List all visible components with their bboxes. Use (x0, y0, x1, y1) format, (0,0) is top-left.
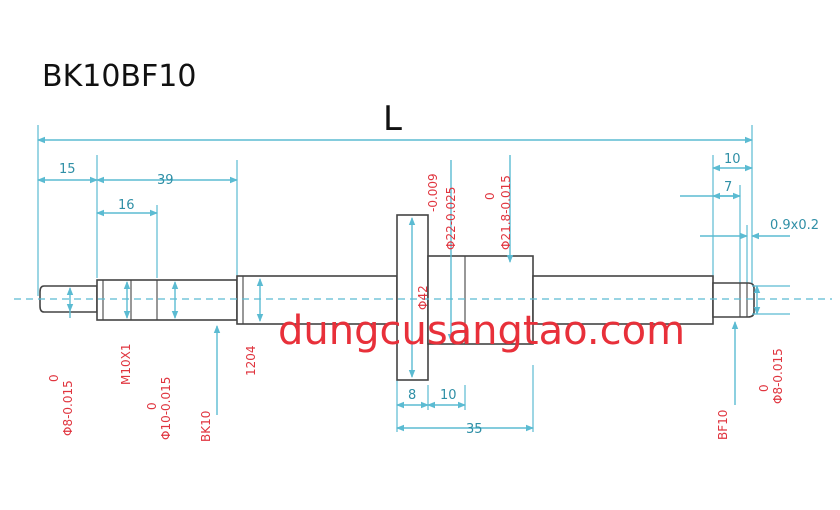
dimension-15-label: 15 (59, 162, 76, 177)
overall-length-label: L (383, 99, 402, 139)
nut-d218-tol-upper: 0 (483, 192, 497, 200)
dimension-39-label: 39 (157, 173, 174, 188)
bk10-label: BK10 (199, 411, 213, 442)
mid-shaft-tol-lower: Φ10-0.015 (159, 377, 173, 440)
drawing-title: BK10BF10 (42, 59, 196, 94)
watermark: dungcusangtao.com (278, 308, 685, 354)
nut-d22-tol-lower: Φ22-0.025 (444, 187, 458, 250)
length-1204-label: 1204 (244, 345, 258, 376)
thread-journal-section (96, 279, 238, 321)
right-shaft-end (712, 282, 755, 318)
screw-shaft-right (532, 275, 714, 325)
thread-label: M10X1 (119, 344, 133, 385)
dimension-10-flange-label: 10 (440, 388, 457, 403)
diameter-indicators (66, 155, 790, 378)
bf10-label: BF10 (716, 410, 730, 440)
left-shaft-tol-upper: 0 (47, 374, 61, 382)
ball-screw-shaft (39, 214, 755, 381)
extension-lines (37, 125, 753, 432)
flange-diameter-label: Φ42 (416, 285, 430, 310)
dimension-35-label: 35 (466, 422, 483, 437)
left-shaft-tolerance: 0 (47, 374, 61, 382)
left-shaft-tol-lower: Φ8-0.015 (61, 380, 75, 436)
dimension-16-label: 16 (118, 198, 135, 213)
right-shaft-tol-lower: Φ8-0.015 (771, 348, 785, 404)
nut-d22-tol-upper: -0.009 (426, 173, 440, 212)
mid-shaft-tol-upper: 0 (145, 402, 159, 410)
nut-d218-tol-lower: Φ21.8-0.015 (499, 175, 513, 250)
dimension-8-label: 8 (408, 388, 416, 403)
dimension-10-right-label: 10 (724, 152, 741, 167)
chamfer-label: 0.9x0.2 (770, 218, 819, 233)
right-shaft-tol-upper: 0 (757, 384, 771, 392)
nut-body (427, 255, 534, 345)
screw-shaft-left (236, 275, 398, 325)
dimension-7-label: 7 (724, 180, 732, 195)
